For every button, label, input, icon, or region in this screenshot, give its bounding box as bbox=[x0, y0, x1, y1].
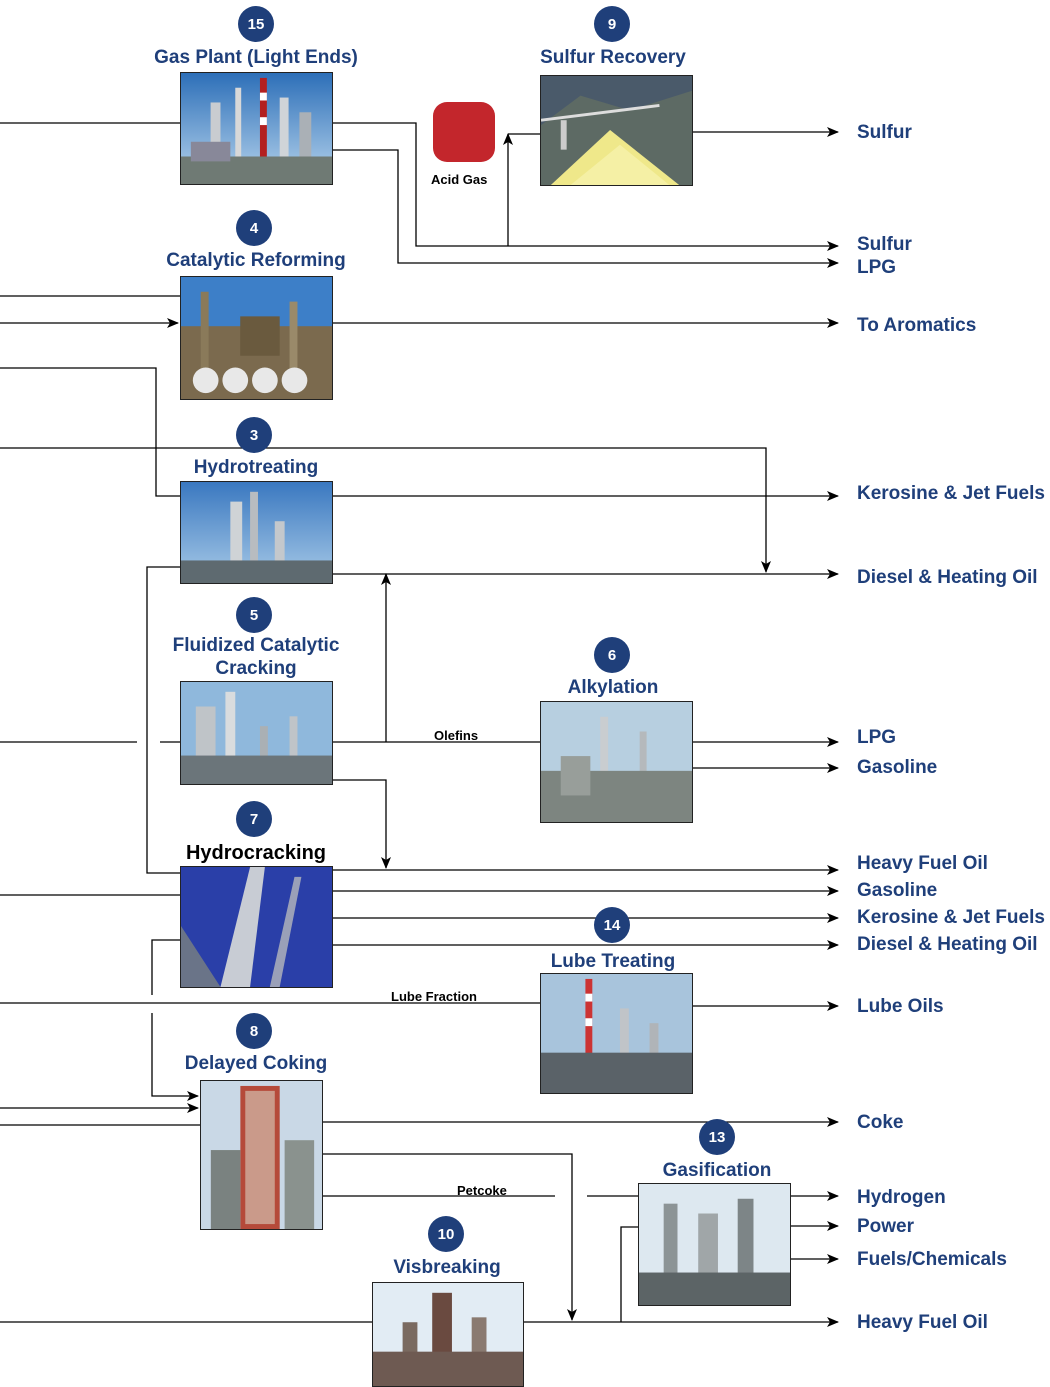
output-power: Power bbox=[857, 1216, 915, 1237]
gas-plant-photo bbox=[180, 72, 333, 185]
unit-badge-5: 5 bbox=[236, 597, 272, 633]
alkylation-photo bbox=[540, 701, 693, 823]
output-diesel-2: Diesel & Heating Oil bbox=[857, 934, 1038, 955]
sulfur-recovery-photo bbox=[540, 75, 693, 186]
fcc-title-line2: Cracking bbox=[215, 658, 297, 679]
fcc-photo bbox=[180, 681, 333, 785]
recycle-line-coking bbox=[151, 939, 180, 995]
acid-gas-label: Acid Gas bbox=[431, 172, 488, 187]
unit-badge-9: 9 bbox=[594, 6, 630, 42]
acid-gas-vessel bbox=[433, 102, 495, 162]
output-sulfur-2: Sulfur bbox=[857, 234, 912, 255]
catalytic-reforming-title: Catalytic Reforming bbox=[166, 250, 346, 271]
gas-plant-title: Gas Plant (Light Ends) bbox=[154, 47, 358, 68]
hydrocracking-photo bbox=[180, 866, 333, 988]
line-gas-to-sulfur bbox=[333, 122, 839, 251]
unit-badge-8: 8 bbox=[236, 1013, 272, 1049]
output-lpg-1: LPG bbox=[857, 257, 897, 278]
catalytic-reforming-photo bbox=[180, 276, 333, 400]
unit-badge-15: 15 bbox=[238, 6, 274, 42]
recycle-line-coking-lower bbox=[151, 1013, 199, 1101]
unit-badge-10: 10 bbox=[428, 1216, 464, 1252]
output-gasoline-2: Gasoline bbox=[857, 880, 938, 901]
output-kerosine-2: Kerosine & Jet Fuels bbox=[857, 907, 1045, 928]
gasification-title: Gasification bbox=[662, 1160, 772, 1181]
output-heavy-fuel-oil-2: Heavy Fuel Oil bbox=[857, 1312, 988, 1333]
lube-treating-title: Lube Treating bbox=[550, 951, 676, 972]
output-diesel-1: Diesel & Heating Oil bbox=[857, 567, 1038, 588]
olefins-label: Olefins bbox=[434, 728, 479, 743]
output-kerosine-1: Kerosine & Jet Fuels bbox=[857, 483, 1045, 504]
visbreaking-photo bbox=[372, 1282, 524, 1387]
delayed-coking-title: Delayed Coking bbox=[184, 1053, 328, 1074]
lube-treating-photo bbox=[540, 973, 693, 1094]
unit-badge-7: 7 bbox=[236, 801, 272, 837]
recycle-line-hydrocracking bbox=[146, 566, 180, 874]
line-fcc-to-heavy bbox=[333, 779, 391, 869]
output-coke: Coke bbox=[857, 1112, 904, 1133]
unit-badge-14: 14 bbox=[594, 907, 630, 943]
hydrocracking-title: Hydrocracking bbox=[185, 842, 327, 864]
hydrotreating-title: Hydrotreating bbox=[193, 457, 319, 478]
output-hydrogen: Hydrogen bbox=[857, 1187, 946, 1208]
unit-badge-4: 4 bbox=[236, 210, 272, 246]
delayed-coking-photo bbox=[200, 1080, 323, 1230]
output-heavy-fuel-oil-1: Heavy Fuel Oil bbox=[857, 853, 988, 874]
fcc-title-line1: Fluidized Catalytic bbox=[172, 635, 340, 656]
feed-line-hydrotreating bbox=[0, 367, 180, 497]
unit-badge-13: 13 bbox=[699, 1119, 735, 1155]
petcoke-label: Petcoke bbox=[457, 1183, 507, 1198]
output-gasoline-1: Gasoline bbox=[857, 757, 938, 778]
output-sulfur-1: Sulfur bbox=[857, 122, 912, 143]
line-to-gasification bbox=[620, 1226, 638, 1322]
output-lube-oils: Lube Oils bbox=[857, 996, 944, 1017]
output-fuels-chemicals: Fuels/Chemicals bbox=[857, 1249, 1007, 1270]
visbreaking-title: Visbreaking bbox=[393, 1257, 501, 1278]
gasification-photo bbox=[638, 1183, 791, 1306]
unit-badge-6: 6 bbox=[594, 637, 630, 673]
output-lpg-2: LPG bbox=[857, 727, 897, 748]
line-gas-to-lpg bbox=[333, 149, 839, 268]
sulfur-recovery-title: Sulfur Recovery bbox=[540, 47, 686, 68]
unit-badge-3: 3 bbox=[236, 417, 272, 453]
alkylation-title: Alkylation bbox=[567, 677, 659, 698]
hydrotreating-photo bbox=[180, 481, 333, 584]
lube-fraction-label: Lube Fraction bbox=[391, 989, 477, 1004]
line-coking-to-visbreak bbox=[323, 1153, 577, 1321]
bypass-line-diesel bbox=[0, 447, 771, 573]
output-to-aromatics: To Aromatics bbox=[857, 315, 977, 336]
